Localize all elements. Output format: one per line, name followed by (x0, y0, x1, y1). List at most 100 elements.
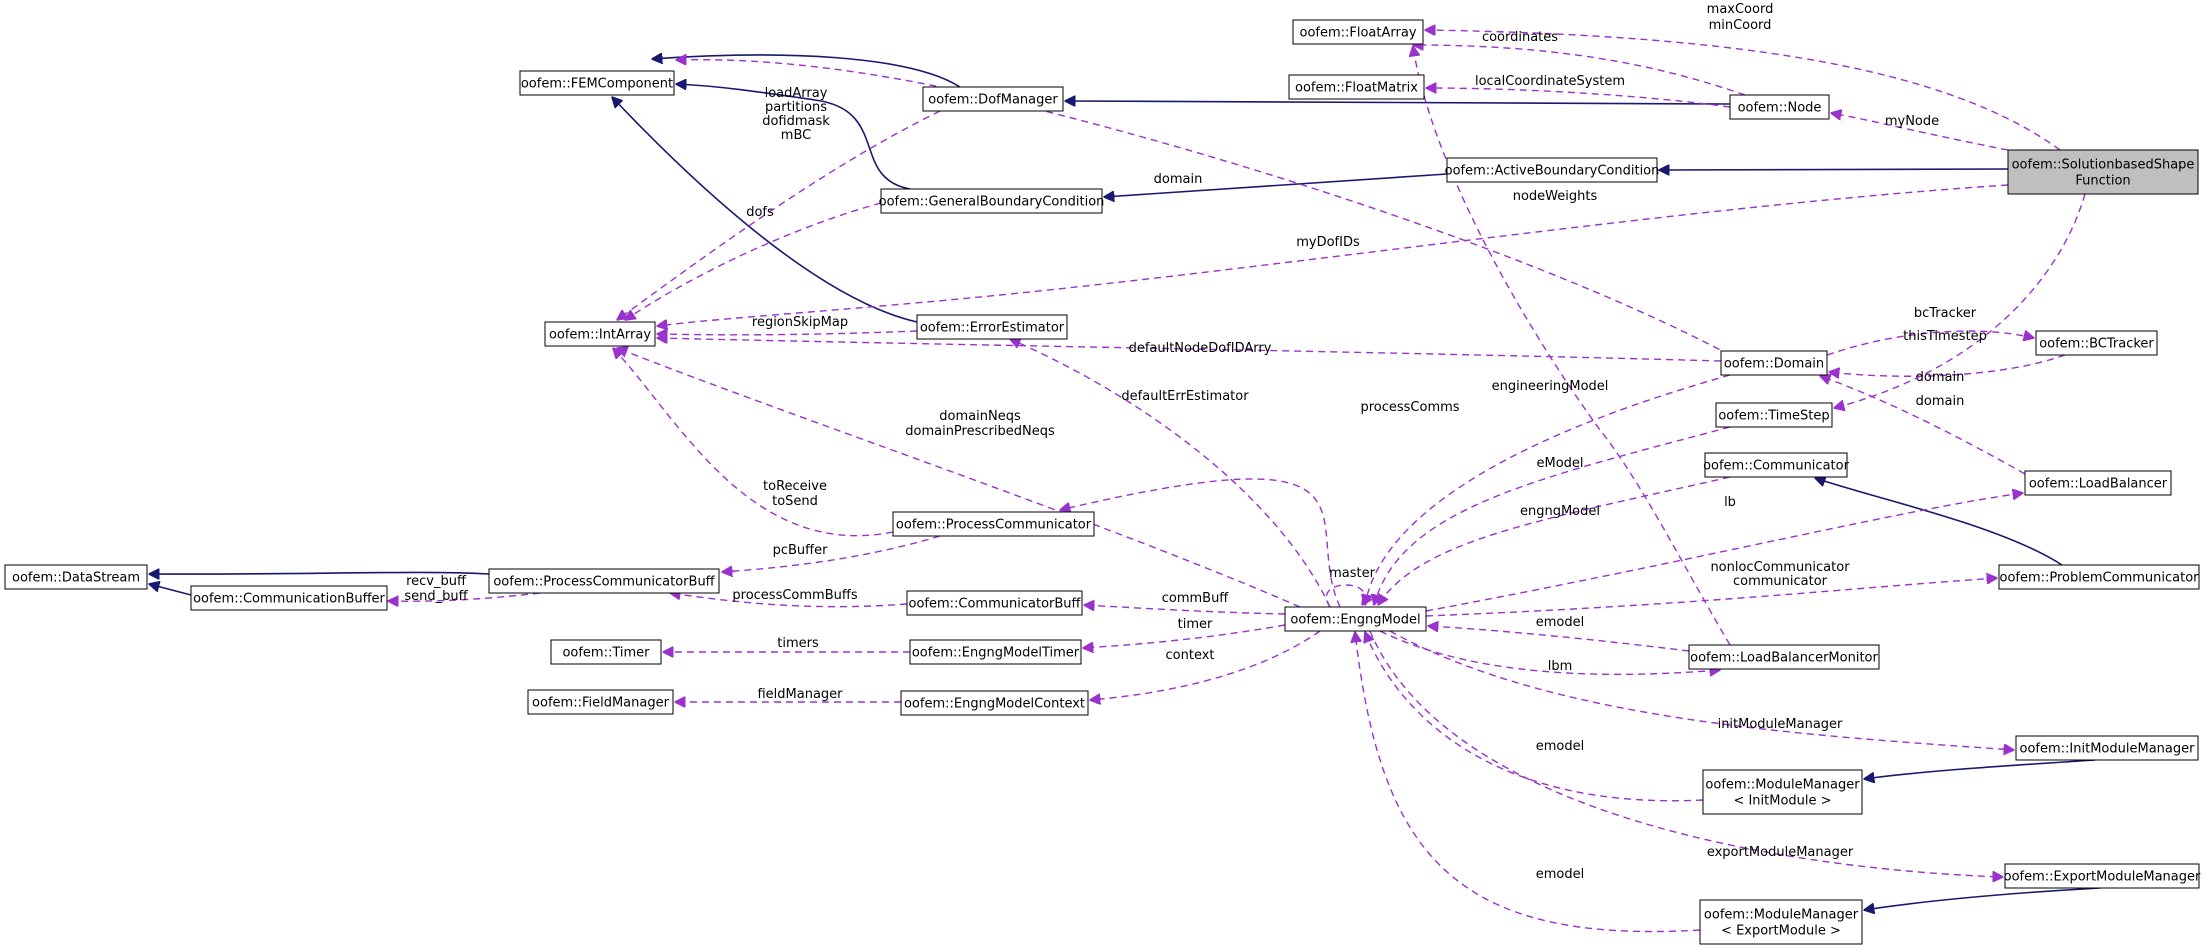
usage-arrow-engngmodel-self (1325, 584, 1365, 608)
usage-arrow-domain-bctracker (1826, 331, 2034, 356)
edge-bctracker-domain: domain (1829, 354, 2066, 385)
class-name: oofem::GeneralBoundaryCondition (879, 195, 1105, 210)
class-node-init-module-manager[interactable]: oofem::InitModuleManager (2015, 735, 2199, 761)
class-node-bc-tracker[interactable]: oofem::BCTracker (2035, 330, 2158, 356)
class-box (1704, 452, 1848, 478)
class-box (900, 690, 1089, 716)
class-node-engng-model-timer[interactable]: oofem::EngngModelTimer (909, 639, 1082, 665)
edge-node-floatmatrix: localCoordinateSystem (1426, 74, 1731, 108)
class-name: oofem::ProcessCommunicator (896, 518, 1092, 533)
edge-label: toSend (772, 494, 818, 509)
inheritance-arrow-exportmodulemanager-modulemanager (1864, 887, 2101, 910)
class-name: oofem::EngngModel (1290, 613, 1420, 628)
class-name: Function (2075, 174, 2130, 189)
class-node-communication-buffer[interactable]: oofem::CommunicationBuffer (190, 585, 388, 611)
usage-arrow-communicator-engngmodel (1378, 476, 1731, 605)
class-node-domain[interactable]: oofem::Domain (1720, 350, 1828, 376)
usage-arrow-engngmodel-intarray (617, 348, 1301, 608)
edge-label: maxCoord (1707, 2, 1774, 17)
class-node-communicator-buff[interactable]: oofem::CommunicatorBuff (906, 590, 1083, 616)
class-node-node[interactable]: oofem::Node (1729, 94, 1830, 120)
edge-label: domain (1916, 370, 1965, 385)
class-node-process-communicator[interactable]: oofem::ProcessCommunicator (892, 511, 1095, 537)
edge-activebc-generalbc: domain (1104, 172, 1448, 197)
edge-label: fieldManager (757, 687, 843, 702)
class-box (527, 689, 674, 715)
edge-engngmodel-exportmodulemanager: exportModuleManager (1369, 630, 2003, 877)
class-name: oofem::ErrorEstimator (920, 321, 1065, 336)
edge-node-dofmanager (1065, 101, 1731, 104)
class-name: oofem::FEMComponent (521, 77, 673, 92)
class-box (1715, 402, 1833, 428)
edge-domain-engngmodel: engineeringModel (1365, 374, 1731, 605)
edge-label: processComms (1360, 400, 1459, 415)
class-node-time-step[interactable]: oofem::TimeStep (1715, 402, 1833, 428)
class-node-process-comm-buff[interactable]: oofem::ProcessCommunicatorBuff (488, 568, 720, 594)
class-node-engng-model[interactable]: oofem::EngngModel (1284, 606, 1427, 632)
class-name: oofem::Timer (562, 646, 650, 661)
class-box (1292, 19, 1424, 45)
edge-engngmodel-communicatorbuff: commBuff (1084, 591, 1286, 615)
class-box (922, 86, 1064, 112)
class-node-int-array[interactable]: oofem::IntArray (544, 321, 656, 347)
edge-label: toReceive (763, 479, 827, 494)
class-node-error-estimator[interactable]: oofem::ErrorEstimator (916, 314, 1068, 340)
class-node-general-bc[interactable]: oofem::GeneralBoundaryCondition (879, 188, 1105, 214)
edge-errorestimator-intarray: regionSkipMap (657, 315, 918, 335)
class-name: oofem::FloatArray (1299, 26, 1416, 41)
usage-arrow-domain-intarray (657, 338, 1722, 362)
usage-arrow-domain-femcomponent (676, 60, 1731, 356)
edge-label: lbm (1548, 659, 1573, 674)
usage-arrow-lbm-engngmodel (1428, 626, 1690, 652)
class-box (1729, 94, 1830, 120)
usage-arrow-engngmodel-lbm (1379, 630, 1720, 674)
edge-label: pcBuffer (773, 543, 829, 558)
edge-processcommbuff-datastream (149, 572, 490, 574)
class-node-module-manager-export[interactable]: oofem::ModuleManager< ExportModule > (1699, 899, 1863, 945)
edge-errorestimator-femcomponent (612, 97, 918, 323)
class-node-active-bc[interactable]: oofem::ActiveBoundaryCondition (1445, 157, 1660, 183)
class-node-load-balancer[interactable]: oofem::LoadBalancer (2024, 470, 2172, 496)
class-node-data-stream[interactable]: oofem::DataStream (4, 564, 148, 590)
usage-arrow-engngmodel-processcommunicator (1060, 478, 1341, 608)
class-node-export-module-manager[interactable]: oofem::ExportModuleManager (2004, 863, 2201, 889)
class-box (1288, 74, 1425, 100)
edge-lbm-floatarray (1413, 46, 1731, 646)
usage-arrow-bctracker-domain (1829, 354, 2066, 376)
class-box (880, 188, 1103, 214)
class-name: oofem::EngngModelTimer (912, 646, 1080, 661)
edge-domain-intarray: defaultNodeDofIDArry (657, 338, 1722, 362)
class-node-communicator[interactable]: oofem::Communicator (1703, 452, 1850, 478)
inheritance-arrow-activebc-generalbc (1104, 173, 1448, 197)
class-node-problem-communicator[interactable]: oofem::ProblemCommunicator (1998, 564, 2200, 590)
class-node-load-balancer-monitor[interactable]: oofem::LoadBalancerMonitor (1688, 644, 1880, 670)
usage-arrow-engngmodel-exportmodulemanager (1369, 630, 2003, 877)
class-node-engng-model-context[interactable]: oofem::EngngModelContext (900, 690, 1089, 716)
edge-label: coordinates (1482, 30, 1558, 45)
edge-label: master (1329, 566, 1375, 581)
class-name: oofem::ActiveBoundaryCondition (1445, 164, 1660, 179)
edge-label: domainPrescribedNeqs (905, 424, 1055, 439)
class-name: oofem::ProcessCommunicatorBuff (493, 575, 715, 590)
class-node-float-matrix[interactable]: oofem::FloatMatrix (1288, 74, 1425, 100)
edge-generalbc-femcomponent (676, 84, 911, 190)
class-node-fem-component[interactable]: oofem::FEMComponent (519, 70, 675, 96)
inheritance-arrow-problemcommunicator-communicator (1815, 478, 2063, 566)
class-node-field-manager[interactable]: oofem::FieldManager (527, 689, 674, 715)
class-node-module-manager-init[interactable]: oofem::ModuleManager< InitModule > (1702, 769, 1863, 815)
class-node-dof-manager[interactable]: oofem::DofManager (922, 86, 1064, 112)
edge-label: emodel (1536, 739, 1584, 754)
class-name: oofem::Node (1738, 101, 1822, 116)
edge-node-floatarray: coordinates (1413, 30, 1746, 96)
class-node-timer[interactable]: oofem::Timer (550, 639, 662, 665)
class-node-float-array[interactable]: oofem::FloatArray (1292, 19, 1424, 45)
class-name: oofem::FieldManager (532, 696, 670, 711)
class-box (1998, 564, 2200, 590)
inheritance-arrow-dofmanager-femcomponent (652, 55, 961, 88)
edge-label: timer (1178, 617, 1213, 632)
class-box (906, 590, 1083, 616)
inheritance-arrow-errorestimator-femcomponent (612, 97, 918, 323)
class-name: oofem::ModuleManager (1704, 908, 1859, 923)
class-name: oofem::ExportModuleManager (2004, 870, 2201, 885)
